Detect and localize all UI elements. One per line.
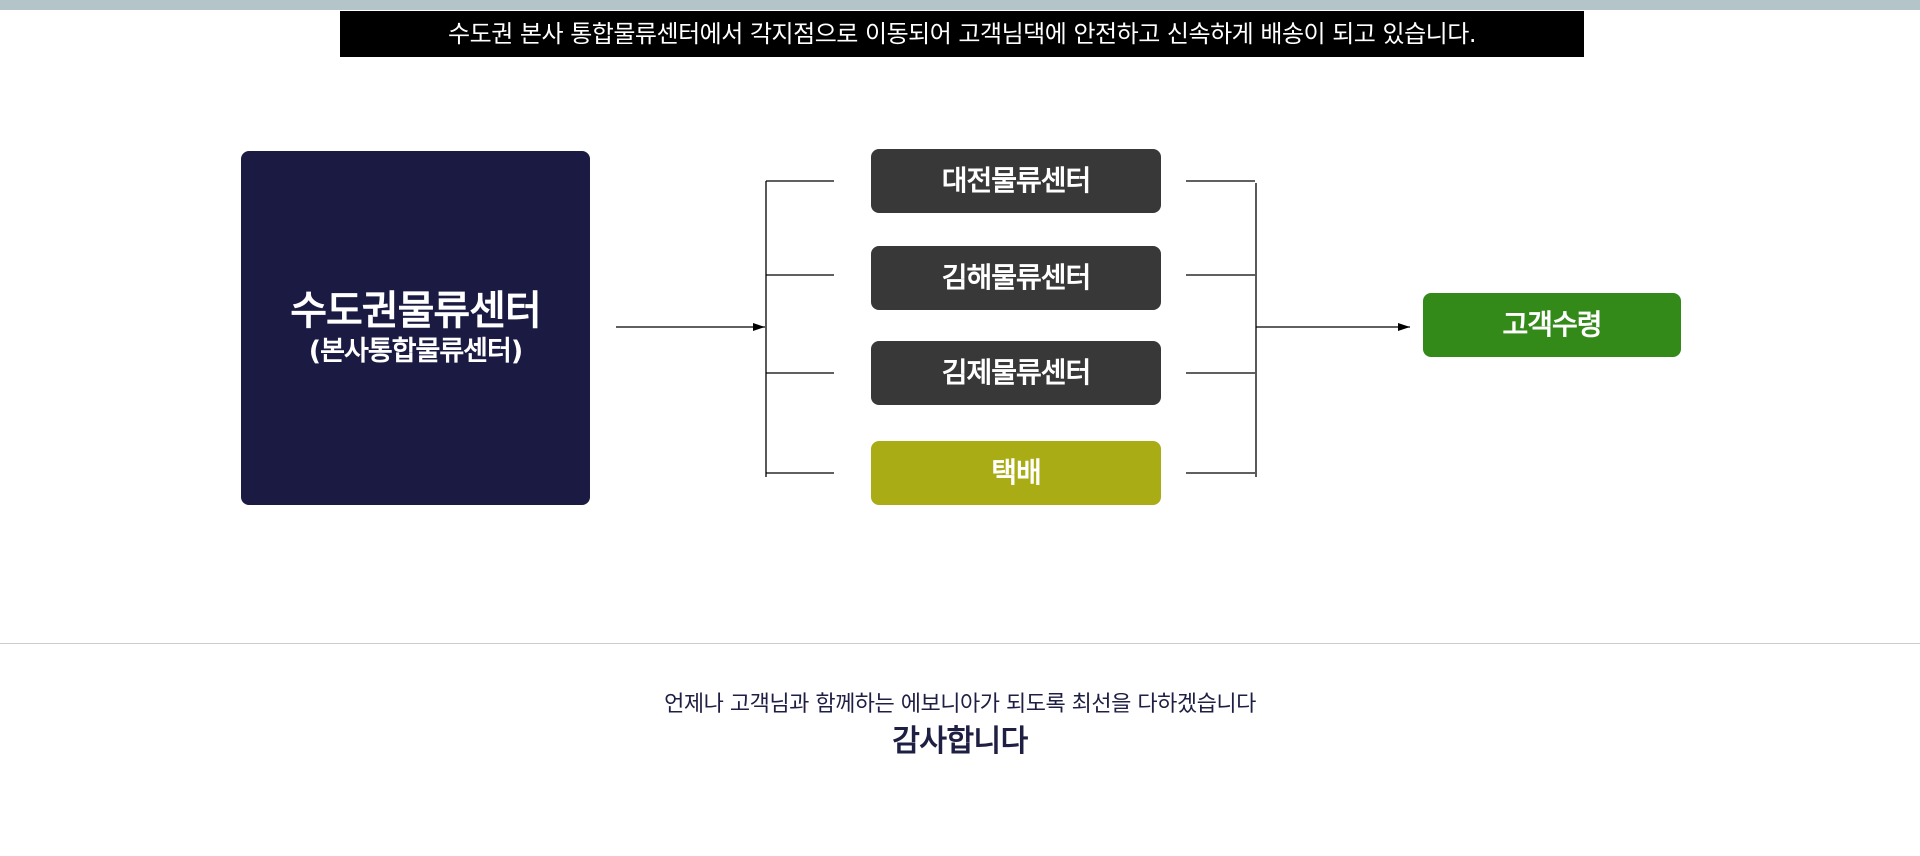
branch-box-gimje: 김제물류센터 xyxy=(871,341,1161,405)
branch-box-parcel: 택배 xyxy=(871,441,1161,505)
headline-banner: 수도권 본사 통합물류센터에서 각지점으로 이동되어 고객님댁에 안전하고 신속… xyxy=(340,11,1584,57)
branch-box-gimhae: 김해물류센터 xyxy=(871,246,1161,310)
customer-receipt-box: 고객수령 xyxy=(1423,293,1681,357)
section-divider xyxy=(0,643,1920,644)
top-strip xyxy=(0,0,1920,10)
footer-message: 언제나 고객님과 함께하는 에보니아가 되도록 최선을 다하겠습니다 xyxy=(664,692,1256,717)
branch-box-daejeon: 대전물류센터 xyxy=(871,149,1161,213)
hq-subtitle: (본사통합물류센터) xyxy=(308,336,523,367)
hq-title: 수도권물류센터 xyxy=(290,288,542,334)
footer-thanks: 감사합니다 xyxy=(892,724,1028,759)
hq-logistics-center-box: 수도권물류센터 (본사통합물류센터) xyxy=(241,151,590,505)
